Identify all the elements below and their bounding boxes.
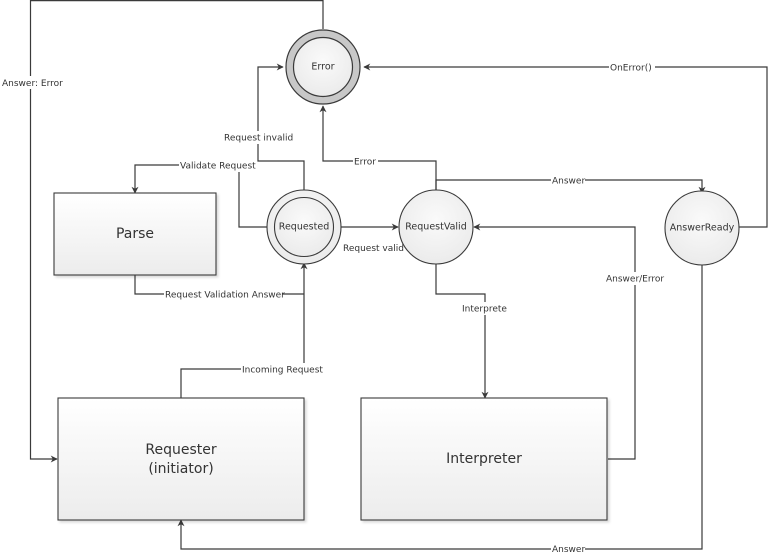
edge-label-text: Request valid xyxy=(343,244,404,254)
edge-error xyxy=(319,105,437,193)
edge-label-incoming-request: Incoming Request xyxy=(241,363,323,376)
edge-label-text: Answer/Error xyxy=(606,275,664,285)
node-requested-label: Requested xyxy=(279,222,329,233)
node-answer-ready-label: AnswerReady xyxy=(670,223,735,234)
node-requester-label-line1: Requester xyxy=(145,442,216,458)
edge-interprete xyxy=(435,263,489,399)
edge-label-answer-slash-error: Answer/Error xyxy=(605,272,665,285)
edge-answer-bottom xyxy=(177,265,703,550)
edge-label-request-invalid: Request invalid xyxy=(223,131,293,144)
edge-request-invalid xyxy=(257,63,305,193)
node-parse-label: Parse xyxy=(116,226,154,242)
node-requester-label-line2: (initiator) xyxy=(148,461,213,477)
edge-label-text: Request Validation Answer xyxy=(165,291,285,301)
edge-label-text: OnError() xyxy=(610,64,652,74)
node-parse[interactable]: Parse xyxy=(53,192,217,276)
edge-label-request-valid: Request valid xyxy=(343,244,404,254)
edge-label-interprete: Interprete xyxy=(461,302,507,315)
node-error-label: Error xyxy=(311,62,334,73)
node-answer-ready[interactable]: AnswerReady xyxy=(664,190,740,266)
edge-on-error xyxy=(363,63,768,228)
node-error[interactable]: Error xyxy=(285,29,361,105)
edge-label-request-validation-answer: Request Validation Answer xyxy=(164,288,285,301)
edge-answer-error xyxy=(29,0,324,463)
node-request-valid[interactable]: RequestValid xyxy=(398,189,474,265)
node-requested[interactable]: Requested xyxy=(266,189,342,265)
node-request-valid-label: RequestValid xyxy=(405,222,466,233)
edge-label-text: Error xyxy=(354,158,376,168)
edge-label-answer-error: Answer: Error xyxy=(1,76,63,89)
edge-incoming-request xyxy=(180,262,308,398)
edge-answer-slash-error xyxy=(473,223,636,460)
edge-label-error: Error xyxy=(353,155,378,168)
edge-label-text: Interprete xyxy=(462,305,507,315)
edge-label-text: Answer xyxy=(552,545,585,555)
edge-label-validate-request: Validate Request xyxy=(179,159,256,172)
node-requester[interactable]: Requester (initiator) xyxy=(57,397,305,521)
edge-label-text: Request invalid xyxy=(224,134,293,144)
edge-label-text: Answer xyxy=(552,177,585,187)
edge-label-text: Incoming Request xyxy=(242,366,323,376)
edge-label-answer-bottom: Answer xyxy=(551,543,585,555)
node-interpreter-label: Interpreter xyxy=(446,451,522,467)
node-interpreter[interactable]: Interpreter xyxy=(360,397,608,521)
edge-label-text: Validate Request xyxy=(180,162,256,172)
edge-label-on-error: OnError() xyxy=(609,61,655,74)
edge-label-text: Answer: Error xyxy=(2,79,63,89)
edge-label-answer-top: Answer xyxy=(551,174,585,187)
